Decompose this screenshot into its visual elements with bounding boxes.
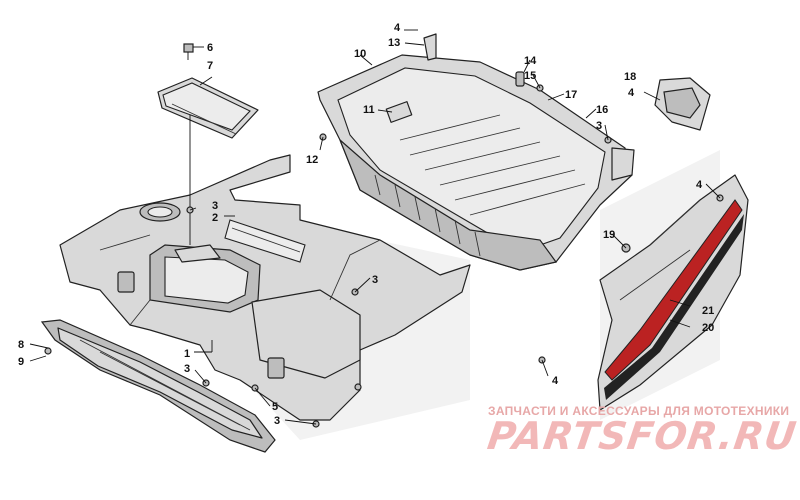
callout-20: 20 (702, 322, 714, 334)
callout-11: 11 (363, 104, 375, 116)
callout-13: 13 (388, 37, 400, 49)
right-side-panel (597, 174, 749, 411)
callout-4: 4 (628, 87, 635, 99)
callout-15: 15 (524, 70, 536, 82)
callout-4: 4 (394, 22, 401, 34)
callout-9: 9 (18, 356, 24, 368)
rear-body-panel (59, 154, 471, 421)
callout-5: 5 (272, 401, 278, 413)
lid-bolt (183, 43, 194, 60)
callout-18: 18 (624, 71, 636, 83)
callout-3: 3 (274, 415, 280, 427)
callout-2: 2 (212, 212, 218, 224)
callout-17: 17 (565, 89, 577, 101)
callout-19: 19 (603, 229, 615, 241)
callout-7: 7 (207, 60, 213, 72)
storage-lid (157, 77, 259, 139)
decal-strip (224, 219, 306, 263)
callout-8: 8 (18, 339, 24, 351)
callout-14: 14 (524, 55, 537, 67)
tub-bracket (423, 33, 437, 61)
rear-step-bar (40, 319, 276, 453)
callout-3: 3 (212, 200, 218, 212)
callout-1: 1 (184, 348, 190, 360)
callout-4: 4 (696, 179, 703, 191)
callout-3: 3 (372, 274, 378, 286)
leader-lines (29, 29, 721, 425)
callout-12: 12 (306, 154, 318, 166)
callout-6: 6 (207, 42, 213, 54)
callout-21: 21 (702, 305, 714, 317)
callout-3: 3 (184, 363, 190, 375)
callout-3: 3 (596, 120, 602, 132)
fasteners (44, 71, 724, 428)
callout-labels: 1 2 3 3 3 3 3 4 4 4 4 5 6 7 8 9 10 11 12… (18, 22, 714, 427)
watermark-tagline: ЗАПЧАСТИ И АКСЕССУАРЫ ДЛЯ МОТОТЕХНИКИ (488, 404, 790, 418)
callout-16: 16 (596, 104, 608, 116)
storage-tub (317, 54, 635, 271)
callout-4: 4 (552, 375, 559, 387)
watermark-brand: PARTSFOR.RU (484, 414, 800, 458)
callout-10: 10 (354, 48, 366, 60)
side-bracket (654, 77, 711, 131)
